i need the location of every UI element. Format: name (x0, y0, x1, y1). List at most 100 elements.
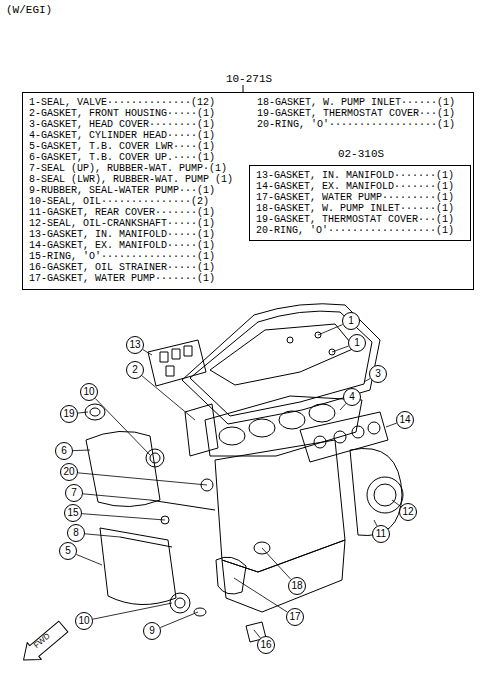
leader-line (76, 554, 102, 565)
leader-line (85, 534, 120, 537)
callout-number: 1 (354, 338, 360, 348)
part-line: 13-GASKET, IN. MANIFOLD·······(1) (256, 170, 454, 181)
valve-seal (287, 337, 293, 343)
callout-number: 2 (132, 365, 138, 375)
callout-number: 7 (71, 488, 77, 498)
part-outline (150, 453, 160, 463)
callout-number: 10 (78, 616, 89, 626)
leader-line (83, 494, 150, 500)
part-line: 9-RUBBER, SEAL-WATER PUMP···(1) (29, 185, 215, 196)
callout-number: 18 (291, 581, 302, 591)
water-pump-gasket (216, 557, 246, 594)
part-outline (184, 346, 192, 356)
part-outline (368, 422, 380, 434)
callout-number: 11 (376, 529, 386, 539)
callout-circle: 20 (60, 463, 78, 481)
part-outline (166, 366, 174, 376)
part-outline (175, 598, 185, 608)
part-line: 20-RING, 'O'··················(1) (256, 225, 454, 236)
part-line: 11-GASKET, REAR COVER·······(1) (29, 207, 215, 218)
callout-circle: 15 (64, 504, 82, 522)
leader-line (142, 376, 195, 420)
part-line: 4-GASKET, CYLINDER HEAD·····(1) (29, 130, 215, 141)
callout-circle: 14 (396, 411, 414, 429)
leader-line (340, 404, 346, 410)
part-line: 20-RING, 'O'··················(1) (257, 119, 455, 130)
part-outline (73, 325, 401, 638)
part-line: 19-GASKET, THERMOSTAT COVER···(1) (256, 214, 454, 225)
bore-hole (249, 419, 275, 437)
part-line: 1-SEAL, VALVE··············(12) (29, 97, 215, 108)
callout-number: 13 (129, 340, 140, 350)
leader-line (93, 603, 172, 619)
part-line: 14-GASKET, EX. MANIFOLD·······(1) (256, 181, 454, 192)
part-line: 12-SEAL, OIL-CRANKSHAFT·····(1) (29, 218, 215, 229)
leader-line (386, 423, 397, 427)
callout-circle: 11 (372, 525, 390, 543)
part-outline (352, 426, 364, 438)
callout-number: 6 (61, 446, 67, 456)
callout-number: 10 (83, 387, 94, 397)
parts-list-box: 10-271S1-SEAL, VALVE··············(12)2-… (22, 92, 474, 290)
part-line: 13-GASKET, IN. MANIFOLD·····(1) (29, 229, 215, 240)
leader-line (318, 325, 343, 335)
head-cover (190, 311, 372, 416)
callout-number: 19 (63, 409, 74, 419)
part-line: 17-GASKET, WATER PUMP·········(1) (256, 192, 454, 203)
leader-line (262, 548, 291, 579)
callout-circle: 4 (343, 388, 361, 406)
callout-number: 15 (67, 508, 78, 518)
leader-line (392, 500, 401, 507)
part-outline (172, 349, 180, 359)
part-line: 19-GASKET, THERMOSTAT COVER···(1) (257, 108, 455, 119)
callout-circle: 10 (75, 612, 93, 630)
part-line: 18-GASKET, W. PUMP INLET······(1) (257, 97, 455, 108)
callout-circle: 19 (60, 405, 78, 423)
leader-line (78, 473, 207, 485)
part-line: 14-GASKET, EX. MANIFOLD·····(1) (29, 240, 215, 251)
part-line: 15-RING, 'O'················(1) (29, 251, 215, 262)
leader-line (78, 412, 88, 413)
callout-circle: 16 (257, 636, 275, 654)
callout-number: 8 (73, 528, 79, 538)
cylinder-head-gasket (205, 396, 362, 456)
front-housing-gasket (185, 404, 218, 456)
callout-number: 16 (260, 640, 271, 650)
callout-circle: 3 (369, 365, 387, 383)
cam-housing (210, 324, 355, 385)
callout-number: 14 (399, 415, 410, 425)
leader-line (160, 612, 198, 628)
part-outline (90, 408, 100, 416)
callout-circle: 5 (59, 542, 77, 560)
leader-line (73, 450, 90, 452)
leader-line (364, 378, 370, 382)
callout-circle: 18 (288, 577, 306, 595)
heading-tick (243, 85, 244, 92)
leader-line (254, 630, 260, 638)
callout-number: 3 (375, 369, 381, 379)
part-line: 3-GASKET, HEAD COVER········(1) (29, 119, 215, 130)
kit-number: 02-310S (336, 148, 386, 160)
tb-cover-lower (100, 528, 176, 605)
callout-circle: 13 (126, 336, 144, 354)
part-line: 6-GASKET, T.B. COVER UP.····(1) (29, 152, 215, 163)
part-line: 10-SEAL, OIL···············(2) (29, 196, 209, 207)
callout-circle: 17 (286, 608, 304, 626)
fwd-arrow (16, 618, 70, 668)
part-line: 8-SEAL (LWR), RUBBER-WAT. PUMP (1) (29, 174, 233, 185)
part-line: 18-GASKET, W. PUMP INLET······(1) (256, 203, 454, 214)
leader-line (82, 514, 165, 520)
callout-number: 5 (65, 546, 71, 556)
callout-circle: 1 (342, 312, 360, 330)
head-cover-gasket (182, 304, 380, 424)
fwd-arrow-outline (16, 618, 70, 668)
in-manifold-gasket (148, 340, 206, 386)
callout-number: 12 (402, 507, 413, 517)
callout-circle: 2 (126, 361, 144, 379)
callout-circle: 12 (399, 503, 417, 521)
bore-hole (219, 427, 245, 445)
crankshaft-seal (367, 477, 403, 513)
callout-circle: 8 (67, 524, 85, 542)
part-line: 17-GASKET, WATER PUMP·······(1) (29, 273, 215, 284)
part-line: 7-SEAL (UP), RUBBER-WAT. PUMP·(1) (29, 163, 227, 174)
